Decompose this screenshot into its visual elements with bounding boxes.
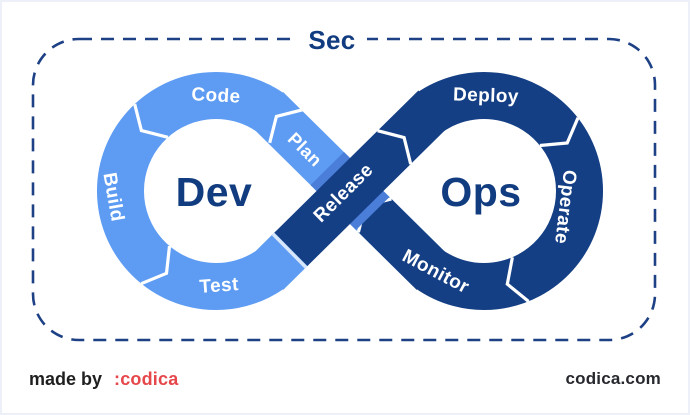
chevron-release-deploy [377,129,413,165]
ops-ring-arc [415,72,603,310]
made-by-text: made by [29,369,102,389]
monitor-band-arrowhead [358,198,450,290]
deploy-label: Deploy [453,84,519,107]
code-label: Code [191,84,241,108]
footer: made by :codica codica.com [29,369,661,389]
codica-logo-text: :codica [114,369,179,389]
security-perimeter: Sec [31,24,657,342]
dev-ring-arc [97,72,285,310]
ops-loop [356,72,603,310]
chevron-plan-code [268,108,304,144]
loop-center-labels: Dev Ops [176,169,521,215]
chevron-build-test [140,245,172,286]
test-band-stub [250,231,309,290]
chevron-code-build [133,103,169,139]
sec-label: Sec [308,25,355,55]
chevron-deploy-operate [539,117,580,148]
chevron-operate-monitor [505,257,530,303]
ops-label: Ops [440,169,521,215]
release-band-group [254,90,452,287]
website-link[interactable]: codica.com [565,369,661,388]
dev-label: Dev [176,169,253,215]
sec-label-backdrop [299,24,367,56]
test-release-separator [271,232,308,269]
dev-segment-chevrons [133,103,304,286]
release-band [274,90,452,267]
test-label: Test [199,274,240,298]
